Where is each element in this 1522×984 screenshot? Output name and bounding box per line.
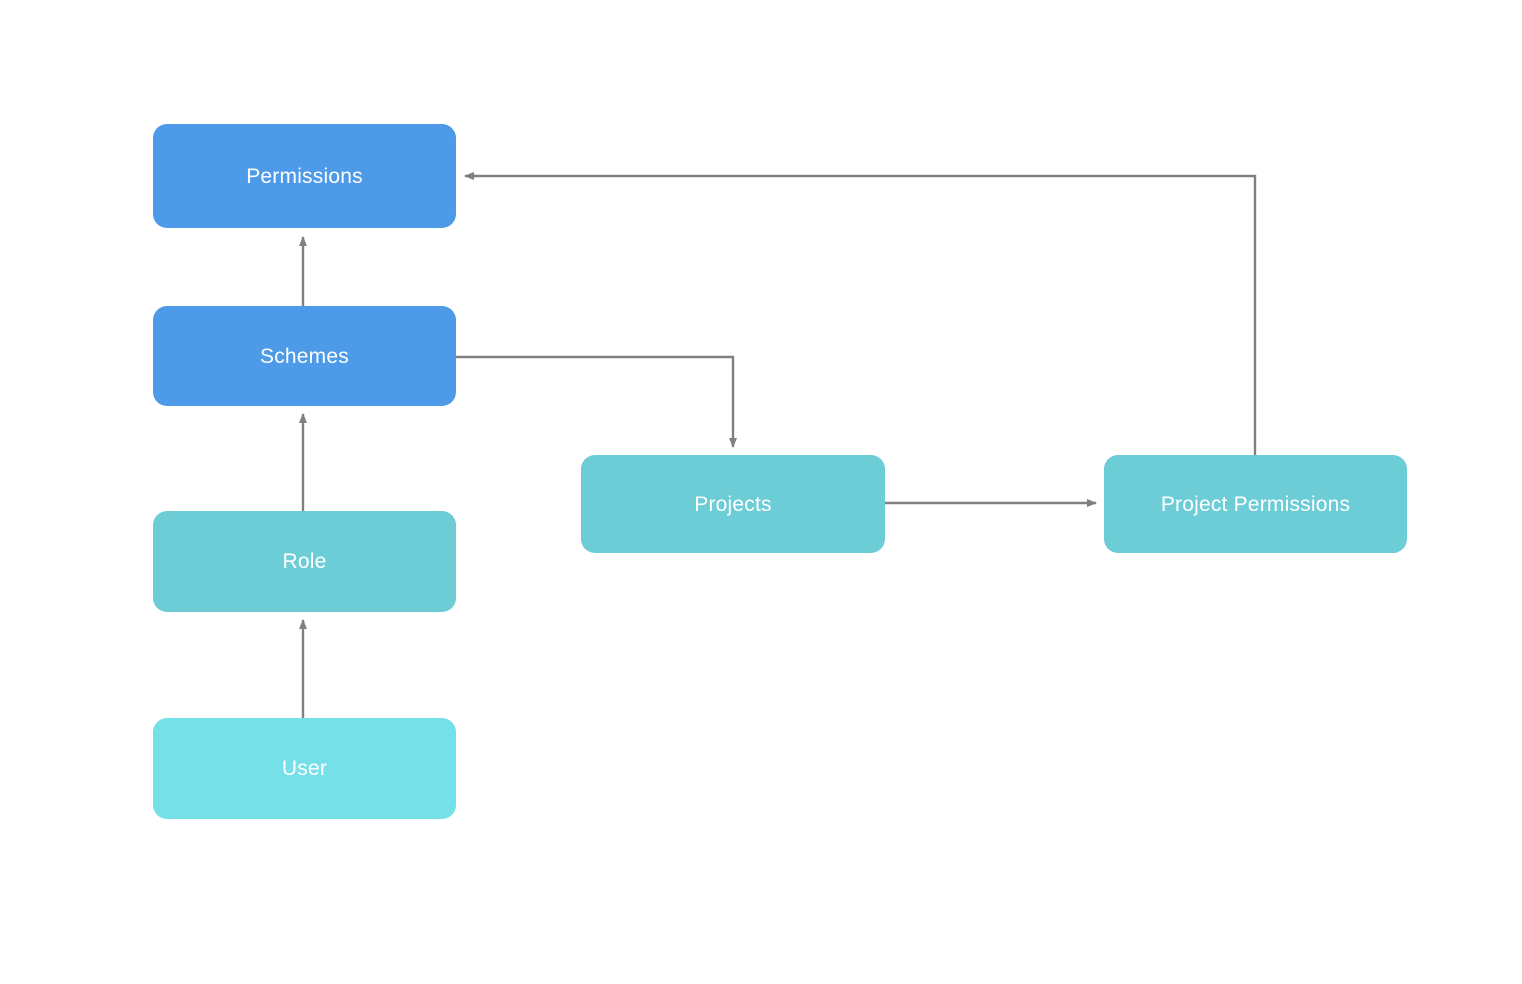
node-project-permissions[interactable]: Project Permissions [1104, 455, 1407, 553]
node-project-permissions-label: Project Permissions [1160, 492, 1351, 516]
node-permissions-label: Permissions [246, 164, 363, 188]
node-schemes[interactable]: Schemes [153, 306, 456, 406]
node-user[interactable]: User [153, 718, 456, 819]
node-role[interactable]: Role [153, 511, 456, 612]
edge-project-permissions-to-permissions [464, 172, 1257, 455]
node-permissions[interactable]: Permissions [153, 124, 456, 228]
node-user-label: User [281, 757, 328, 780]
node-projects-label: Projects [694, 492, 772, 516]
node-projects[interactable]: Projects [581, 455, 885, 553]
node-schemes-label: Schemes [260, 344, 349, 368]
edge-schemes-to-projects [456, 355, 737, 448]
node-role-label: Role [282, 550, 327, 573]
